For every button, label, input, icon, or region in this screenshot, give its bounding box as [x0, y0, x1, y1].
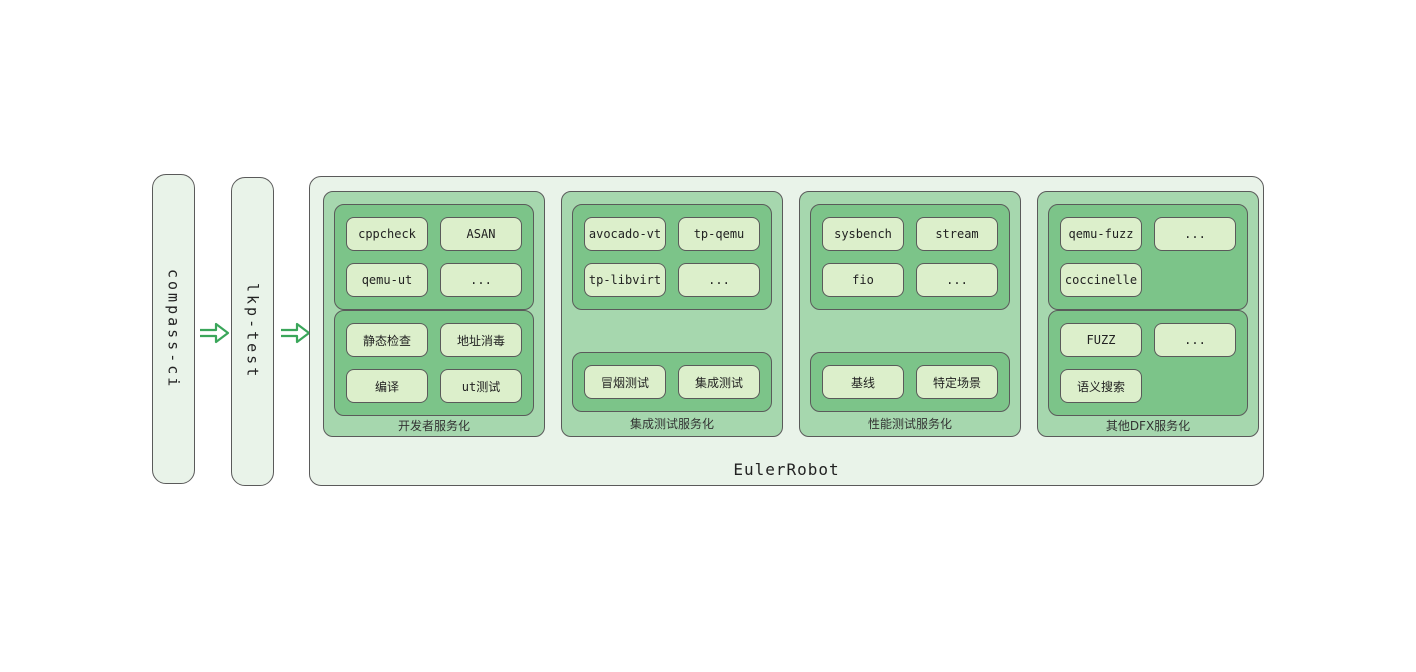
service-chip: 地址消毒: [440, 323, 522, 357]
tool-chip: ...: [916, 263, 998, 297]
service-chip: 静态检查: [346, 323, 428, 357]
tool-chip: cppcheck: [346, 217, 428, 251]
group-label: 开发者服务化: [397, 418, 470, 433]
service-chip: ...: [1154, 323, 1236, 357]
group-label: 其他DFX服务化: [1105, 418, 1191, 433]
tool-chip: ...: [440, 263, 522, 297]
tool-chip: tp-qemu: [678, 217, 760, 251]
tool-chip: stream: [916, 217, 998, 251]
tool-chip: ...: [1154, 217, 1236, 251]
service-chip: 集成测试: [678, 365, 760, 399]
service-chip: 特定场景: [916, 365, 998, 399]
group-inner: sysbench stream fio... 基线特定场景: [810, 204, 1010, 412]
services-box: FUZZ... 语义搜索: [1048, 310, 1248, 416]
tools-box: avocado-vt tp-qemu tp-libvirt...: [572, 204, 772, 310]
tool-chip: avocado-vt: [584, 217, 666, 251]
group-label: 性能测试服务化: [867, 416, 952, 431]
services-box: 静态检查地址消毒编译 ut测试: [334, 310, 534, 416]
tool-chip: ...: [678, 263, 760, 297]
service-chip: 语义搜索: [1060, 369, 1142, 403]
tool-chip: qemu-fuzz: [1060, 217, 1142, 251]
tool-chip: tp-libvirt: [584, 263, 666, 297]
services-box: 基线特定场景: [810, 352, 1010, 412]
tool-chip: ASAN: [440, 217, 522, 251]
tools-box: qemu-fuzz... coccinelle: [1048, 204, 1248, 310]
tool-chip: sysbench: [822, 217, 904, 251]
group-label: 集成测试服务化: [629, 416, 714, 431]
tool-chip: fio: [822, 263, 904, 297]
node-lkp-test: lkp-test: [231, 177, 274, 486]
node-lkp-test-label: lkp-test: [243, 283, 262, 380]
group-inner: cppcheck ASAN qemu-ut... 静态检查地址消毒编译 ut测试: [334, 204, 534, 416]
flow-arrow-icon: [200, 322, 230, 344]
service-group-1: cppcheck ASAN qemu-ut... 静态检查地址消毒编译 ut测试开发者服…: [323, 191, 545, 437]
service-group-3: sysbench stream fio... 基线特定场景性能测试服务化: [799, 191, 1021, 437]
eulerrobot-label: EulerRobot: [733, 460, 840, 479]
tools-box: cppcheck ASAN qemu-ut...: [334, 204, 534, 310]
node-compass-ci: compass-ci: [152, 174, 195, 484]
service-chip: ut测试: [440, 369, 522, 403]
group-inner: avocado-vt tp-qemu tp-libvirt... 冒烟测试集成测试: [572, 204, 772, 412]
services-box: 冒烟测试集成测试: [572, 352, 772, 412]
service-chip: 冒烟测试: [584, 365, 666, 399]
tools-box: sysbench stream fio...: [810, 204, 1010, 310]
service-chip: 基线: [822, 365, 904, 399]
eulerrobot-container: cppcheck ASAN qemu-ut... 静态检查地址消毒编译 ut测试开发者服…: [309, 176, 1264, 486]
service-chip: 编译: [346, 369, 428, 403]
service-groups: cppcheck ASAN qemu-ut... 静态检查地址消毒编译 ut测试开发者服…: [323, 191, 1259, 437]
tool-chip: coccinelle: [1060, 263, 1142, 297]
flow-arrow-icon: [281, 322, 311, 344]
node-compass-ci-label: compass-ci: [164, 268, 183, 390]
service-chip: FUZZ: [1060, 323, 1142, 357]
tool-chip: qemu-ut: [346, 263, 428, 297]
